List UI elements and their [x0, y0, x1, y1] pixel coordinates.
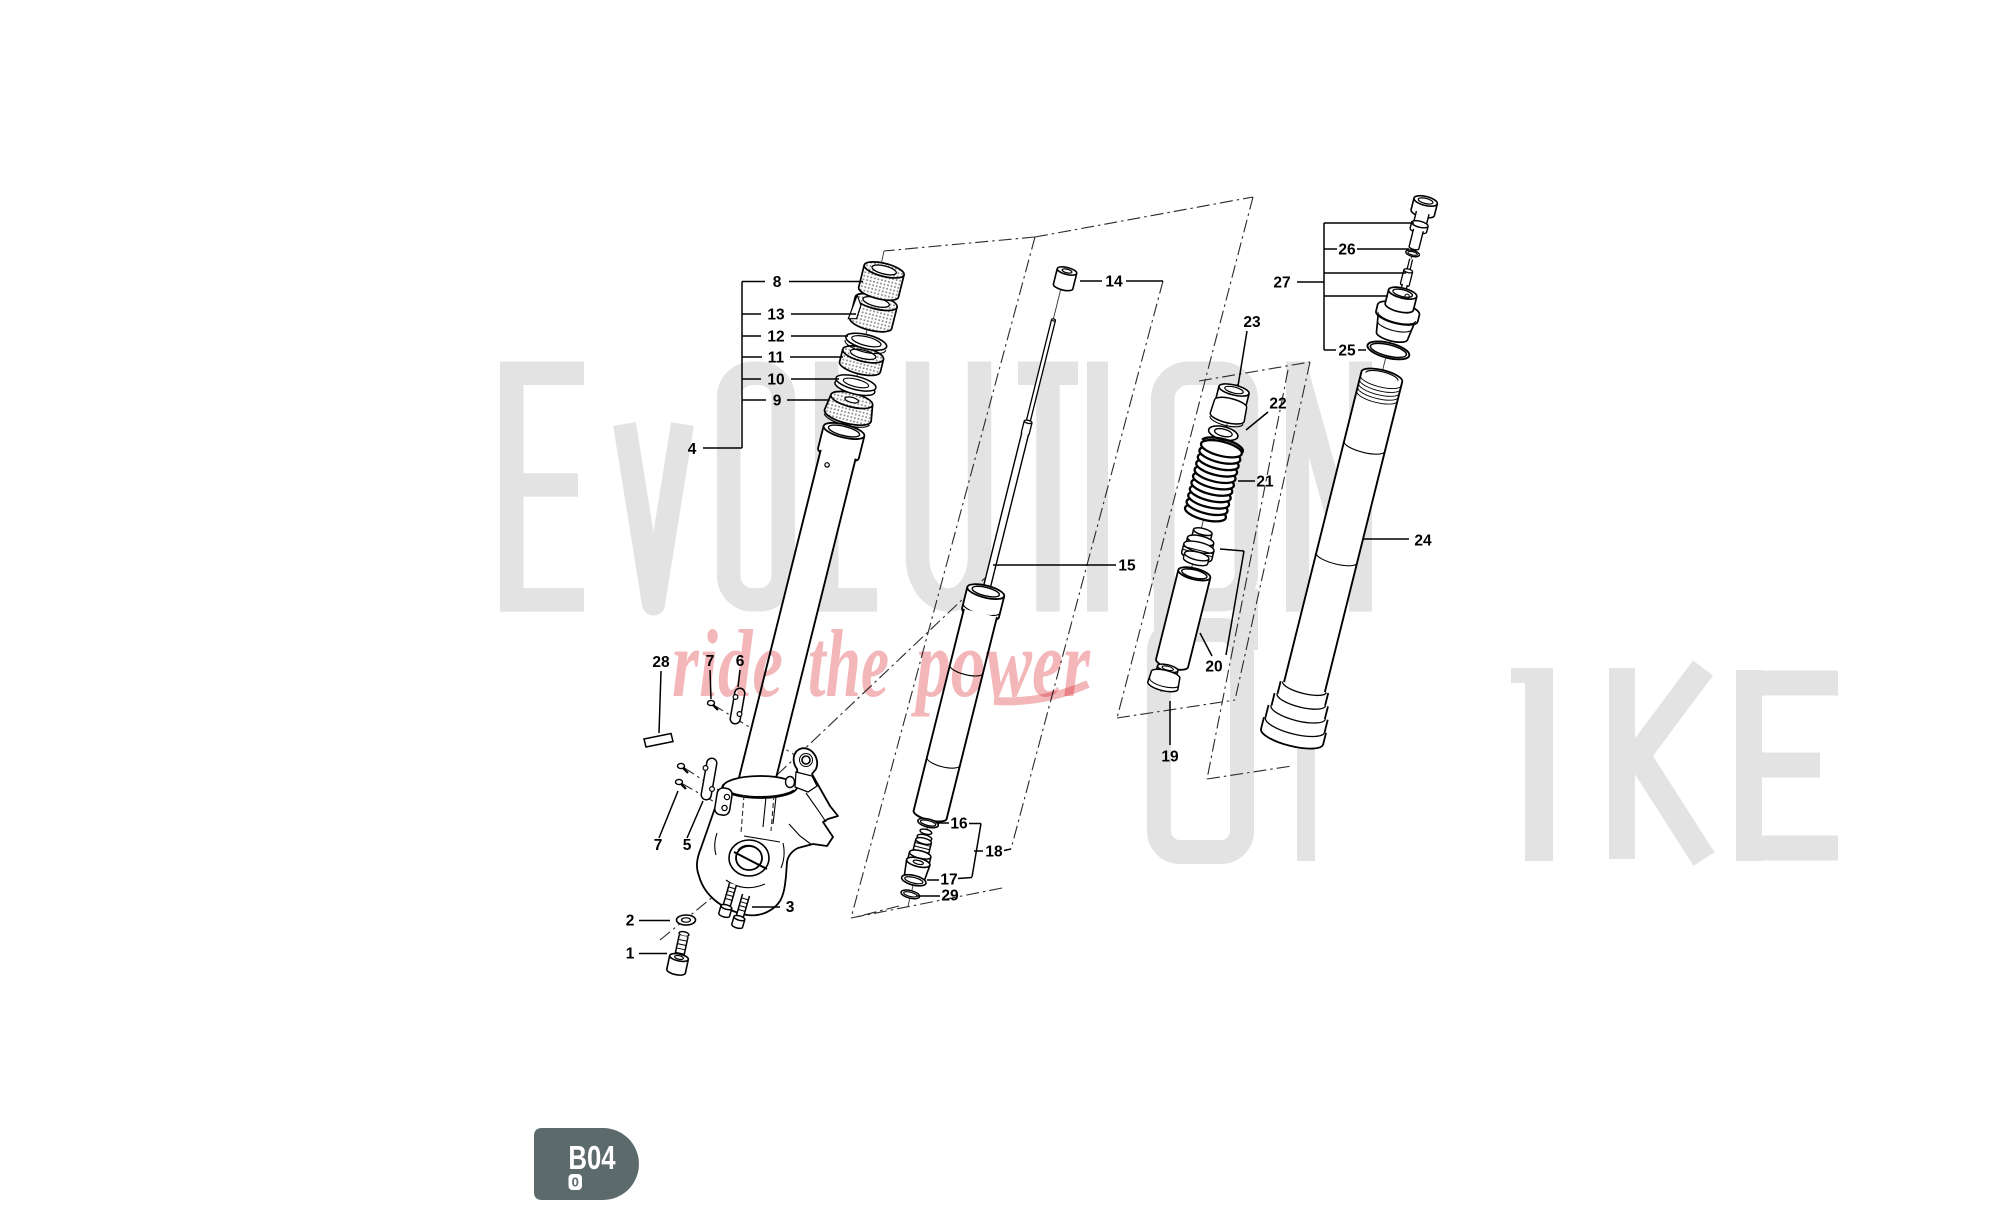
- svg-text:18: 18: [985, 844, 1003, 861]
- svg-text:B04: B04: [568, 1140, 616, 1177]
- svg-text:ride: ride: [672, 610, 783, 717]
- svg-text:15: 15: [1118, 558, 1136, 575]
- svg-text:10: 10: [767, 372, 784, 389]
- svg-text:14: 14: [1105, 274, 1123, 291]
- svg-text:8: 8: [773, 274, 782, 291]
- svg-text:23: 23: [1243, 314, 1261, 331]
- svg-text:the: the: [808, 610, 889, 717]
- svg-text:13: 13: [767, 307, 785, 324]
- svg-text:25: 25: [1338, 343, 1356, 360]
- svg-text:16: 16: [950, 816, 968, 833]
- svg-text:24: 24: [1414, 533, 1432, 550]
- svg-text:7: 7: [654, 837, 663, 854]
- svg-text:3: 3: [786, 899, 795, 916]
- svg-text:26: 26: [1338, 242, 1356, 259]
- svg-text:0: 0: [572, 1175, 579, 1190]
- svg-text:19: 19: [1161, 749, 1179, 766]
- svg-text:12: 12: [767, 329, 784, 346]
- svg-text:28: 28: [652, 654, 670, 671]
- svg-text:22: 22: [1269, 396, 1286, 413]
- svg-text:7: 7: [706, 653, 715, 670]
- svg-text:27: 27: [1273, 275, 1290, 292]
- svg-text:9: 9: [773, 393, 782, 410]
- svg-text:5: 5: [683, 837, 692, 854]
- svg-text:29: 29: [941, 888, 959, 905]
- svg-text:20: 20: [1205, 659, 1222, 676]
- svg-text:4: 4: [688, 441, 697, 458]
- svg-text:21: 21: [1256, 474, 1274, 491]
- svg-text:17: 17: [940, 872, 957, 889]
- svg-text:1: 1: [626, 946, 635, 963]
- svg-text:2: 2: [626, 913, 635, 930]
- svg-text:11: 11: [768, 350, 785, 367]
- svg-text:6: 6: [736, 653, 745, 670]
